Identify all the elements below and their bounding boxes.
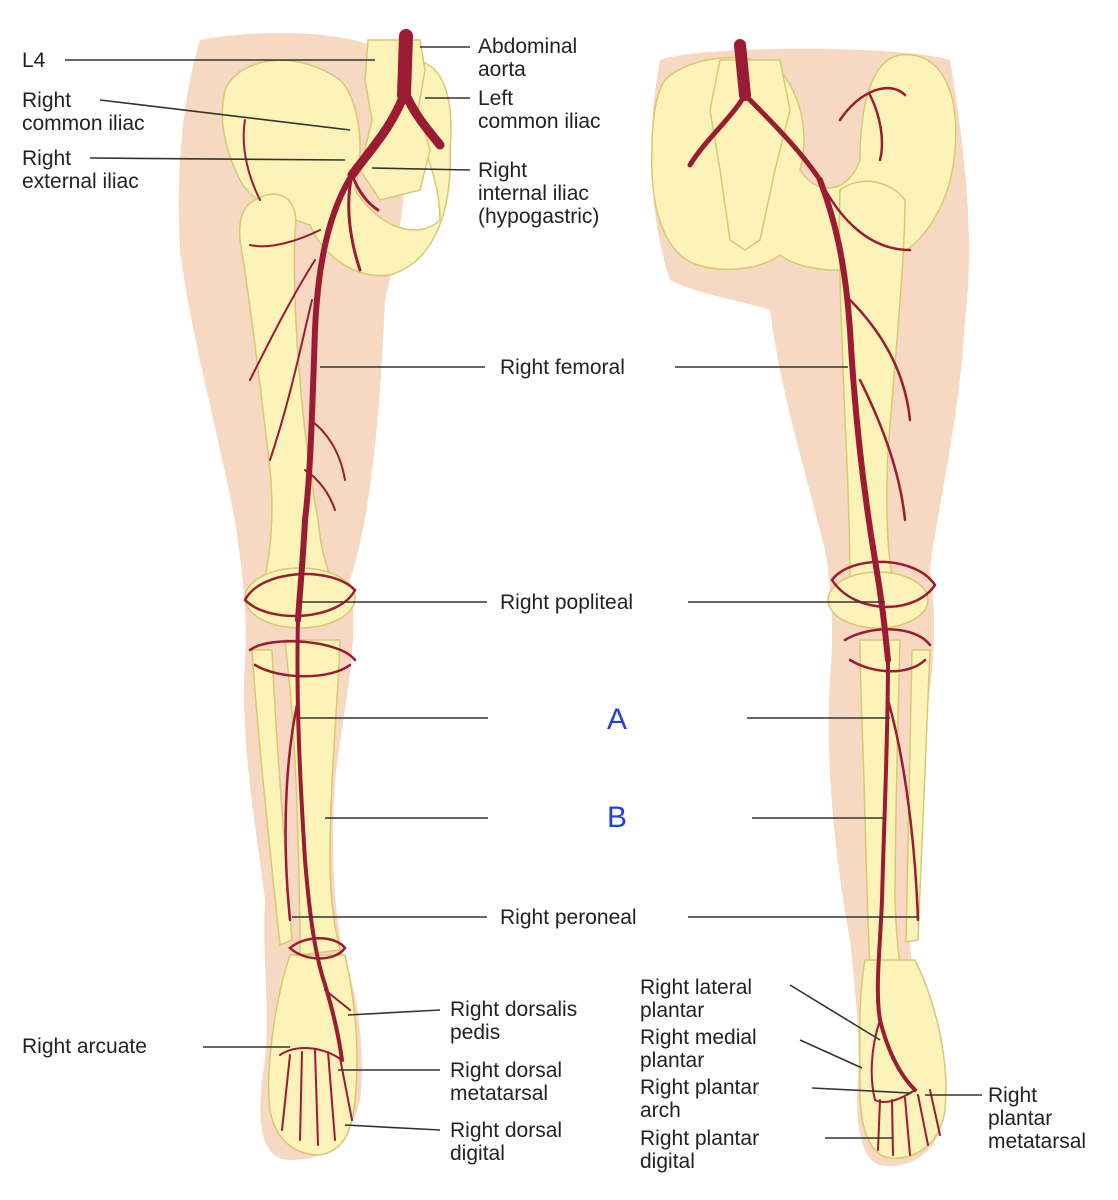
posterior-fibula — [905, 649, 931, 943]
label-right-plantar-metatarsal: Right plantar metatarsal — [988, 1084, 1086, 1153]
label-left-common-iliac: Left common iliac — [478, 87, 601, 133]
label-right-internal-iliac: Right internal iliac (hypogastric) — [478, 159, 599, 228]
posterior-foot — [858, 959, 947, 1159]
posterior-sacrum — [709, 59, 791, 251]
leader-right-lateral-plantar — [789, 984, 881, 1041]
label-right-dorsalis-pedis: Right dorsalis pedis — [450, 998, 583, 1044]
leader-right-dorsal-digital — [344, 1124, 441, 1131]
posterior-aorta — [734, 39, 751, 101]
leader-lines — [65, 46, 982, 1139]
label-right-dorsal-metatarsal: Right dorsal metatarsal — [450, 1059, 568, 1105]
labels: L4 Abdominal aorta Right common iliac Le… — [22, 35, 1086, 1173]
anterior-tibial-artery — [295, 618, 344, 1062]
anterior-genicular-loops — [243, 572, 357, 678]
posterior-femoral — [817, 177, 891, 663]
posterior-peroneal-branch — [886, 698, 920, 922]
anterior-view — [178, 29, 452, 1160]
label-abdominal-aorta: Abdominal aorta — [478, 35, 583, 81]
anterior-ankle-loop — [288, 937, 347, 960]
anterior-right-common-iliac — [347, 90, 409, 180]
posterior-plantar-arteries — [870, 1019, 941, 1156]
posterior-iliac-branches — [687, 92, 823, 183]
label-right-common-iliac: Right common iliac — [22, 89, 145, 135]
anterior-peroneal-branch — [284, 698, 300, 922]
posterior-tibial-artery — [875, 658, 917, 1092]
label-right-medial-plantar: Right medial plantar — [640, 1026, 763, 1072]
leader-right-plantar-arch — [811, 1087, 911, 1094]
posterior-view — [651, 39, 970, 1167]
label-right-external-iliac: Right external iliac — [22, 147, 139, 193]
anterior-right-internal-iliac — [347, 173, 380, 272]
leader-right-external-iliac — [89, 157, 346, 161]
anterior-right-femoral — [295, 172, 355, 623]
anterior-foot-arteries — [279, 989, 353, 1146]
label-right-peroneal: Right peroneal — [500, 906, 637, 929]
anterior-branches-thigh — [242, 119, 346, 511]
anterior-foot — [267, 954, 358, 1156]
label-right-popliteal: Right popliteal — [500, 591, 633, 614]
label-right-lateral-plantar: Right lateral plantar — [640, 976, 758, 1022]
label-right-plantar-digital: Right plantar digital — [640, 1127, 765, 1173]
posterior-gluteal-branches — [818, 86, 912, 522]
label-right-femoral: Right femoral — [500, 356, 625, 379]
label-right-arcuate: Right arcuate — [22, 1035, 147, 1058]
marker-a: A — [607, 703, 627, 736]
leader-right-dorsalis-pedis — [347, 1009, 441, 1016]
posterior-femur — [838, 180, 906, 593]
leader-right-common-iliac — [99, 99, 351, 131]
label-right-dorsal-digital: Right dorsal digital — [450, 1119, 568, 1165]
label-right-plantar-arch: Right plantar arch — [640, 1076, 765, 1122]
leader-right-medial-plantar — [799, 1039, 863, 1069]
anterior-left-common-iliac — [401, 90, 445, 150]
anterior-aorta — [397, 29, 413, 102]
anterior-fibula — [251, 649, 293, 947]
leader-right-internal-iliac — [371, 167, 471, 171]
marker-b: B — [607, 801, 627, 834]
label-l4: L4 — [22, 49, 46, 72]
